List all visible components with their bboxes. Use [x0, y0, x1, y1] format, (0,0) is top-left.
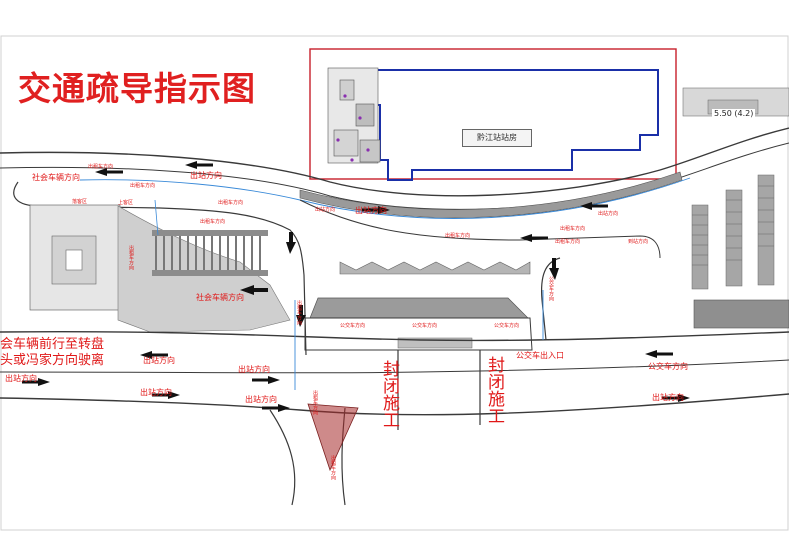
label-rental-1: 出租车方向: [88, 164, 114, 170]
parking-left-stripes: [155, 236, 261, 270]
label-exit-7: 出站方向: [5, 374, 37, 383]
label-rental-vert-4: 出租车方向: [330, 455, 336, 480]
drawing-frame: [0, 35, 789, 531]
diagram-title: 交通疏导指示图: [18, 69, 256, 108]
label-exit-1: 出站方向: [190, 171, 222, 180]
inner-road-right: [299, 199, 661, 259]
parking-right: [691, 174, 775, 290]
label-rental-3: 出租车方向: [218, 200, 244, 206]
road-low-top: [0, 330, 789, 342]
label-exit-4: 出站方向: [598, 211, 619, 217]
label-bus-2: 公交车方向: [412, 323, 438, 329]
parking-left: [152, 230, 268, 276]
closed-area: [307, 403, 359, 472]
inner-road-left: [159, 207, 307, 356]
closure-label-1: 封闭施工: [379, 360, 399, 428]
label-exit-3: 出站方向: [355, 206, 387, 215]
label-pickup: 上客区: [118, 200, 134, 206]
road-top-mid: [0, 142, 789, 210]
label-arrival: 到站方向: [628, 239, 649, 245]
station-label: 黔江站站房: [462, 129, 532, 147]
station-building: [374, 69, 659, 181]
label-exit-10: 出站方向: [652, 393, 684, 402]
bus-lot-border: [304, 317, 533, 351]
label-rental-7: 出租车方向: [555, 239, 581, 245]
label-bus-4: 公交车方向: [648, 362, 688, 371]
label-bus-entry: 公交车出入口: [516, 351, 564, 360]
label-social-vehicle-2: 社会车辆方向: [196, 293, 244, 302]
label-social-vehicle-1: 社会车辆方向: [32, 173, 80, 182]
label-rental-5: 出租车方向: [445, 233, 471, 239]
label-bus-1: 公交车方向: [340, 323, 366, 329]
label-exit-2: 出站方向: [315, 207, 336, 213]
label-exit-9: 出站方向: [245, 395, 277, 404]
station-frame: [309, 48, 677, 180]
arrows: [22, 161, 690, 412]
note: 会车辆前行至转盘 头或冯家方向驶离: [0, 337, 104, 369]
label-bus-3: 公交车方向: [494, 323, 520, 329]
aux-dots: [336, 94, 370, 162]
label-exit-8: 出站方向: [140, 388, 172, 397]
parking-bottom-right: [693, 299, 789, 329]
label-rental-vert-3: 出租车方向: [312, 390, 318, 415]
platform-band: [299, 171, 683, 218]
label-rental-2: 出租车方向: [130, 183, 156, 189]
closure-label-2: 封闭施工: [484, 356, 504, 424]
parking-right-lines: [692, 185, 774, 266]
label-exit-6: 出站方向: [238, 365, 270, 374]
label-exit-5: 出站方向: [143, 356, 175, 365]
road-low-mid: [0, 359, 789, 374]
label-rental-vert-1: 出租车方向: [128, 245, 134, 270]
label-drop-off: 落客区: [72, 199, 88, 205]
shelters: [339, 261, 531, 275]
label-bus-vert: 公交车方向: [548, 276, 554, 301]
aux-building: [327, 67, 381, 164]
label-rental-vert-2: 出租车方向: [296, 300, 302, 325]
road-top-outer: [0, 127, 789, 197]
note-line-1: 会车辆前行至转盘: [0, 337, 105, 352]
label-rental-4: 出租车方向: [200, 219, 226, 225]
south-road-left: [269, 409, 296, 506]
bus-lot: [309, 297, 529, 319]
dimension-label: 5.50 (4.2): [712, 109, 756, 118]
note-line-2: 头或冯家方向驶离: [0, 353, 105, 368]
label-rental-6: 出租车方向: [560, 226, 586, 232]
